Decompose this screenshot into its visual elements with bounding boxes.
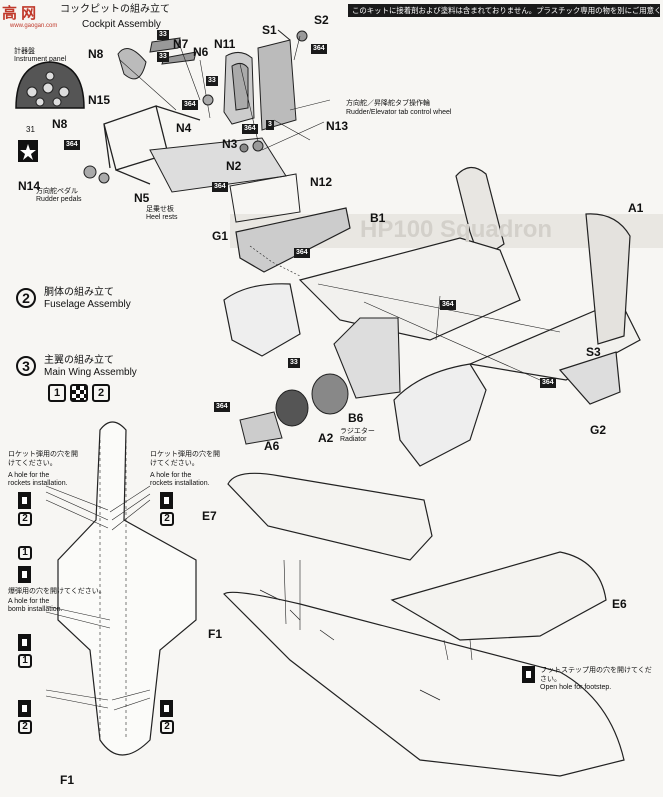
label-n5: N5 xyxy=(134,191,150,205)
marker-left-4: 2 xyxy=(18,720,32,734)
label-s1: S1 xyxy=(262,23,277,37)
drill-icon-left-3 xyxy=(18,634,31,651)
note-rocket-jp-left: ロケット弾用の穴を開けてください。 xyxy=(8,451,78,467)
note-bomb-jp: 爆弾用の穴を開けてください。 xyxy=(8,588,106,595)
code-364-i: 364 xyxy=(214,402,230,412)
step-3-title-jp: 主翼の組み立て xyxy=(44,355,114,366)
marker-left-3: 1 xyxy=(18,654,32,668)
code-33-c: 33 xyxy=(206,76,218,86)
note-rocket-en-left: A hole for the rockets installation. xyxy=(8,472,68,487)
note-radiator-en: Radiator xyxy=(340,436,367,443)
watermark: 高 网 xyxy=(2,5,37,22)
wing-drawing xyxy=(223,472,625,777)
marker-left-1: 2 xyxy=(18,512,32,526)
drill-icon-footstep xyxy=(522,666,535,683)
note-bomb-en: A hole for the bomb installation. xyxy=(8,598,63,613)
code-364-b: 364 xyxy=(182,100,198,110)
note-foot-jp: フットステップ用の穴を開けてください。 xyxy=(540,667,652,683)
notice-box: このキットに接着剤および塗料は含まれておりません。プラスチック専用の物を別にご用… xyxy=(348,4,660,17)
code-364-e: 364 xyxy=(212,182,228,192)
code-31: 31 xyxy=(26,125,35,134)
step1-title-jp: コックピットの組み立て xyxy=(60,4,170,15)
code-364-g: 364 xyxy=(440,300,456,310)
step-3-marker-2: 2 xyxy=(92,384,110,402)
note-radiator-jp: ラジエター xyxy=(340,428,375,435)
note-rocket-en-right: A hole for the rockets installation. xyxy=(150,472,210,487)
note-rudder-tab-en: Rudder/Elevator tab control wheel xyxy=(346,109,452,116)
drill-icon-right-1 xyxy=(160,492,173,509)
label-n14: N14 xyxy=(18,179,41,193)
instrument-panel-drawing xyxy=(15,61,85,109)
label-n2: N2 xyxy=(226,159,242,173)
note-heel-en: Heel rests xyxy=(146,214,178,221)
drill-icon-left-1 xyxy=(18,492,31,509)
label-f1-plan: F1 xyxy=(60,773,75,787)
step-2-title-en: Fuselage Assembly xyxy=(44,299,131,310)
watermark-url: www.gaogan.com xyxy=(10,23,58,29)
background-text: HP100 Squadron xyxy=(360,216,553,243)
drill-icon-right-2 xyxy=(160,700,173,717)
label-a2: A2 xyxy=(318,431,334,445)
label-e7: E7 xyxy=(202,509,217,523)
code-364-c: 364 xyxy=(242,124,258,134)
label-n3: N3 xyxy=(222,137,238,151)
step-3-number: 3 xyxy=(16,356,36,376)
label-s2: S2 xyxy=(314,13,329,27)
code-364-a: 364 xyxy=(311,44,327,54)
wing-plan-drawing xyxy=(45,421,197,756)
note-foot-en: Open hole for footstep. xyxy=(540,684,612,691)
label-n6: N6 xyxy=(193,45,209,59)
code-33-a: 33 xyxy=(157,30,169,40)
step1-title-en: Cockpit Assembly xyxy=(82,19,161,30)
label-a6: A6 xyxy=(264,439,280,453)
label-b1: B1 xyxy=(370,211,386,225)
step-3-marker-1: 1 xyxy=(48,384,66,402)
marker-right-1: 2 xyxy=(160,512,174,526)
label-g1: G1 xyxy=(212,229,229,243)
label-n8b: N8 xyxy=(52,117,68,131)
label-n8: N8 xyxy=(88,47,104,61)
note-rocket-jp-right: ロケット弾用の穴を開けてください。 xyxy=(150,451,220,467)
code-33-b: 33 xyxy=(157,52,169,62)
step-3-checker-icon xyxy=(70,384,88,402)
marker-left-2: 1 xyxy=(18,546,32,560)
label-f1: F1 xyxy=(208,627,223,641)
step-2-number: 2 xyxy=(16,288,36,308)
label-b6: B6 xyxy=(348,411,364,425)
label-e6: E6 xyxy=(612,597,627,611)
label-g2: G2 xyxy=(590,423,607,437)
note-heel-jp: 足乗せ板 xyxy=(146,206,174,213)
label-s3: S3 xyxy=(586,345,601,359)
code-33-d: 33 xyxy=(288,358,300,368)
code-3: 3 xyxy=(266,120,274,130)
label-n7: N7 xyxy=(173,37,189,51)
drill-icon-left-4 xyxy=(18,700,31,717)
code-364-h: 364 xyxy=(540,378,556,388)
note-rudder-tab-jp: 方向舵／昇降舵タブ操作輪 xyxy=(346,100,430,107)
code-364-d: 364 xyxy=(64,140,80,150)
label-n12: N12 xyxy=(310,175,333,189)
fuselage-drawing xyxy=(223,166,641,467)
label-a1: A1 xyxy=(628,201,644,215)
marker-right-2: 2 xyxy=(160,720,174,734)
note-instrument-en: Instrument panel xyxy=(14,56,67,63)
code-364-f: 364 xyxy=(294,248,310,258)
note-pedals-jp: 方向舵ペダル xyxy=(36,188,78,195)
label-n4: N4 xyxy=(176,121,192,135)
note-instrument-jp: 計器盤 xyxy=(14,48,35,55)
step-3-title-en: Main Wing Assembly xyxy=(44,367,137,378)
note-pedals-en: Rudder pedals xyxy=(36,196,82,203)
drill-icon-left-2 xyxy=(18,566,31,583)
label-n15: N15 xyxy=(88,93,111,107)
label-n11: N11 xyxy=(214,37,236,51)
step-2-title-jp: 胴体の組み立て xyxy=(44,287,114,298)
label-n13: N13 xyxy=(326,119,349,133)
